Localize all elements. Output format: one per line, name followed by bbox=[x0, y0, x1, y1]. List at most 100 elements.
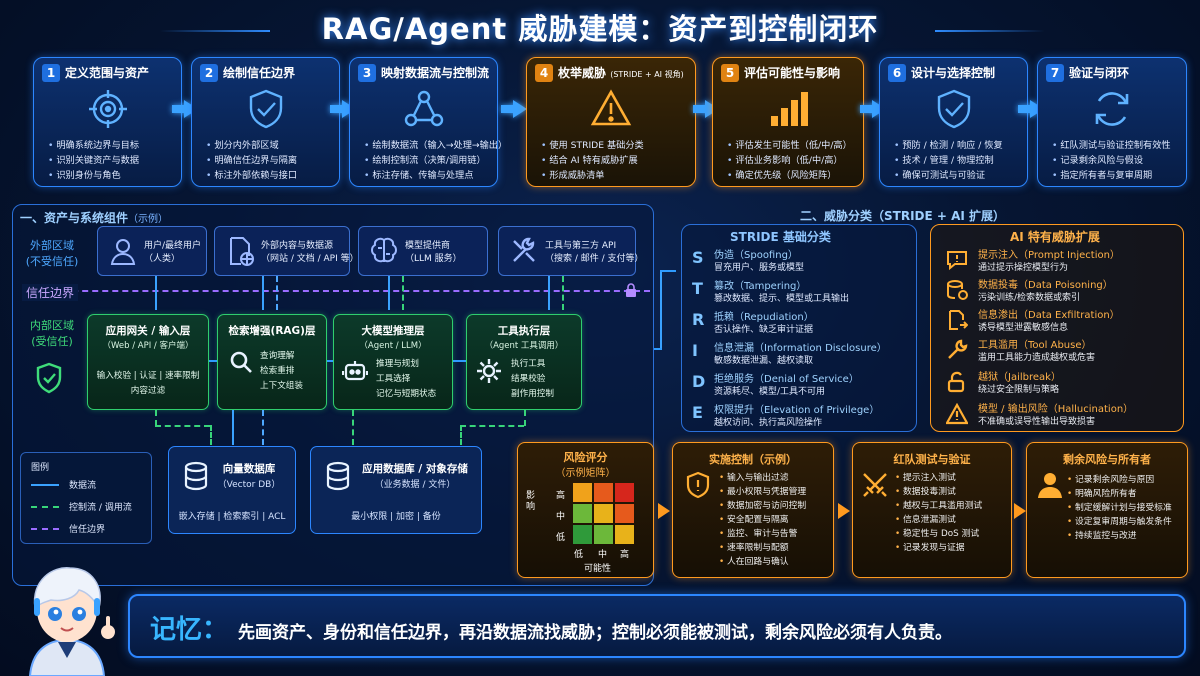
component-item: 查询理解 bbox=[260, 351, 295, 361]
ai-threat-tool-abuse: 工具滥用（Tool Abuse）滥用工具能力造成越权或危害 bbox=[940, 335, 1180, 363]
residual-list: 记录剩余风险与原因明确风险所有者制定缓解计划与接受标准设定复审周期与触发条件持续… bbox=[1067, 473, 1172, 543]
external-model-provider: 模型提供商（LLM 服务） bbox=[358, 226, 488, 276]
control-flow-line bbox=[524, 410, 526, 426]
step-title: 验证与闭环 bbox=[1069, 66, 1130, 80]
flow-arrow-icon bbox=[838, 503, 850, 519]
stride-name: 信息泄漏（Information Disclosure） bbox=[714, 343, 887, 354]
data-flow-line bbox=[327, 360, 333, 362]
risk-likelihood-label: 可能性 bbox=[584, 564, 612, 574]
stride-letter: T bbox=[692, 279, 703, 298]
step-item: 红队测试与验证控制有效性 bbox=[1052, 138, 1170, 153]
redteam-title: 红队测试与验证 bbox=[893, 453, 971, 466]
warning-icon bbox=[590, 89, 632, 126]
stride-desc: 越权访问、执行高风险操作 bbox=[714, 418, 823, 428]
step-item: 指定所有者与复审周期 bbox=[1052, 168, 1171, 183]
residual-item: 明确风险所有者 bbox=[1067, 487, 1172, 501]
ai-threat-jailbreak: 越狱（Jailbreak）绕过安全限制与策略 bbox=[940, 367, 1180, 395]
robot-icon bbox=[342, 361, 368, 381]
shield-check-icon bbox=[36, 362, 62, 394]
step-items: 评估发生可能性（低/中/高）评估业务影响（低/中/高）确定优先级（风险矩阵） bbox=[727, 138, 851, 183]
controls-item: 输入与输出过滤 bbox=[719, 471, 806, 485]
ai-threat-name: 提示注入（Prompt Injection） bbox=[978, 250, 1120, 261]
redteam-card: 红队测试与验证 提示注入测试数据投毒测试越权与工具滥用测试信息泄漏测试稳定性与 … bbox=[852, 442, 1012, 578]
database-icon bbox=[326, 461, 350, 491]
control-flow-line bbox=[352, 410, 354, 445]
step-items: 红队测试与验证控制有效性记录剩余风险与假设指定所有者与复审周期 bbox=[1052, 138, 1171, 183]
risk-matrix-card: 风险评分 （示例矩阵） 影响 高 中 低 低 中 高 可能性 bbox=[517, 442, 654, 578]
component-subtitle: （Agent / LLM） bbox=[359, 341, 427, 351]
risk-col-label: 低 bbox=[574, 550, 584, 560]
flow-arrow-icon bbox=[501, 100, 527, 118]
component-title: 应用网关 / 输入层 bbox=[105, 325, 191, 337]
component-subtitle: （Web / API / 客户端） bbox=[102, 341, 194, 351]
component-item: 执行工具 bbox=[511, 359, 546, 369]
step-item: 预防 / 检测 / 响应 / 恢复 bbox=[894, 138, 1002, 153]
ai-threat-name: 数据投毒（Data Poisoning） bbox=[978, 280, 1113, 291]
risk-col-label: 中 bbox=[598, 550, 608, 560]
step-title: 映射数据流与控制流 bbox=[381, 66, 490, 80]
component-item: 工具选择 bbox=[376, 374, 411, 384]
store-items: 嵌入存储 | 检索索引 | ACL bbox=[178, 512, 286, 522]
risk-cell bbox=[573, 483, 592, 502]
step-item: 识别关键资产与数据 bbox=[48, 153, 139, 168]
component-llm: 大模型推理层 （Agent / LLM） 推理与规划工具选择记忆与短期状态 bbox=[333, 314, 453, 410]
redteam-item: 信息泄漏测试 bbox=[895, 513, 982, 527]
ai-threats-title: AI 特有威胁扩展 bbox=[1010, 230, 1100, 244]
residual-title: 剩余风险与所有者 bbox=[1063, 453, 1151, 466]
shield-alert-icon bbox=[686, 471, 710, 499]
ai-threat-prompt-injection: 提示注入（Prompt Injection）通过提示操控模型行为 bbox=[940, 245, 1180, 273]
control-flow-line bbox=[460, 425, 524, 427]
risk-cell bbox=[615, 525, 634, 544]
risk-col-label: 高 bbox=[620, 550, 630, 560]
controls-item: 监控、审计与告警 bbox=[719, 527, 806, 541]
step-item: 确保可测试与可验证 bbox=[894, 168, 1003, 183]
redteam-item: 数据投毒测试 bbox=[895, 485, 982, 499]
wrench-icon bbox=[948, 339, 968, 359]
title-decoration bbox=[935, 30, 1045, 32]
controls-title: 实施控制（示例） bbox=[709, 453, 797, 466]
legend-label: 信任边界 bbox=[69, 525, 106, 535]
step-number: 4 bbox=[535, 64, 553, 82]
step-title: 枚举威胁 bbox=[558, 66, 607, 80]
data-flow-line bbox=[453, 360, 466, 362]
control-flow-line bbox=[562, 276, 564, 310]
data-flow-line bbox=[232, 410, 234, 445]
store-subtitle: （业务数据 / 文件） bbox=[374, 480, 456, 490]
data-flow-line bbox=[388, 276, 390, 310]
document-globe-icon bbox=[230, 237, 254, 266]
component-item: 检索重排 bbox=[260, 366, 295, 376]
external-zone-text: 外部区域 bbox=[30, 239, 74, 252]
step-item: 划分内外部区域 bbox=[206, 138, 297, 153]
shield-check-icon bbox=[249, 89, 282, 129]
internal-zone-label: 内部区域(受信任) bbox=[18, 318, 86, 350]
stride-panel bbox=[681, 224, 917, 432]
brain-icon bbox=[371, 237, 397, 263]
data-flow-line bbox=[660, 270, 676, 272]
step-title: 设计与选择控制 bbox=[911, 66, 996, 80]
stride-letter: S bbox=[692, 248, 704, 267]
memo-text: 先画资产、身份和信任边界，再沿数据流找威胁；控制必须能被测试，剩余风险必须有人负… bbox=[238, 623, 952, 643]
component-item: 上下文组装 bbox=[260, 381, 303, 391]
external-tools-sub: （搜索 / 邮件 / 支付等） bbox=[545, 254, 644, 264]
controls-card: 实施控制（示例） 输入与输出过滤最小权限与凭据管理数据加密与访问控制安全配置与隔… bbox=[672, 442, 834, 578]
ai-threat-name: 信息渗出（Data Exfiltration） bbox=[978, 310, 1120, 321]
component-subtitle: （Agent 工具调用） bbox=[484, 341, 564, 351]
redteam-item: 记录发现与证据 bbox=[895, 541, 982, 555]
component-item: 记忆与短期状态 bbox=[376, 389, 437, 399]
ai-threat-desc: 不准确或误导性输出导致损害 bbox=[978, 417, 1096, 427]
data-flow-line bbox=[660, 270, 662, 350]
residual-item: 记录剩余风险与原因 bbox=[1067, 473, 1172, 487]
legend-swatch-control-flow bbox=[31, 506, 59, 508]
step-item: 形成威胁清单 bbox=[541, 168, 644, 183]
chat-alert-icon bbox=[947, 251, 967, 271]
redteam-item: 越权与工具滥用测试 bbox=[895, 499, 982, 513]
ai-threat-data-poisoning: 数据投毒（Data Poisoning）污染训练/检索数据或索引 bbox=[940, 275, 1180, 303]
target-icon bbox=[88, 90, 127, 128]
component-title: 大模型推理层 bbox=[361, 325, 425, 337]
external-user: 用户/最终用户（人类） bbox=[97, 226, 207, 276]
component-tools: 工具执行层 （Agent 工具调用） 执行工具结果校验副作用控制 bbox=[466, 314, 582, 410]
risk-heatmap bbox=[573, 483, 635, 545]
